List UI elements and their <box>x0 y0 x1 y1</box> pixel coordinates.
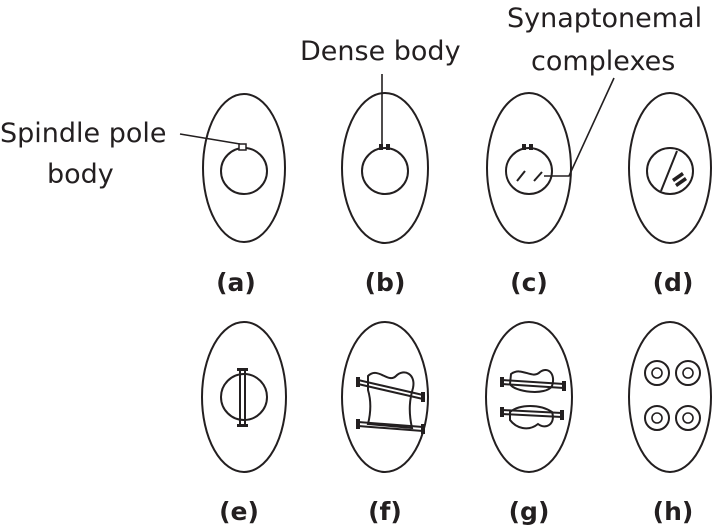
panel-label-f: (f) <box>368 497 402 526</box>
cell-h-spore-2 <box>675 360 701 386</box>
cell-g-spindle-1 <box>501 379 565 385</box>
cell-d-nucleus <box>646 147 694 195</box>
cell-c-sc-1 <box>516 170 526 182</box>
cell-c-spb-left <box>522 144 526 150</box>
cell-g-spb-1 <box>500 377 504 387</box>
cell-d-chromosome-1 <box>672 172 684 182</box>
cell-h-spore-2-nucleus <box>682 367 694 379</box>
cell-f-nucleus <box>366 371 415 430</box>
cell-f-spindle-lower-2 <box>357 425 424 432</box>
cell-d-chromosome-2 <box>675 177 687 187</box>
label-spindle-pole-line2: body <box>47 159 114 190</box>
cell-e <box>201 321 287 473</box>
cell-h-spore-1-nucleus <box>651 367 663 379</box>
cell-f <box>341 321 429 473</box>
cell-h-outline <box>628 321 712 473</box>
cell-b-spb-left <box>379 144 383 150</box>
panel-label-h: (h) <box>653 497 694 526</box>
cell-h-spore-3-nucleus <box>651 412 663 424</box>
cell-g-spindle-2 <box>501 383 565 389</box>
panel-label-d: (d) <box>653 268 694 297</box>
cell-g-nucleus-top <box>508 368 554 393</box>
cell-c-sc-2 <box>533 171 543 182</box>
label-spindle-pole-line1: Spindle pole <box>0 118 167 149</box>
cell-f-spb-1 <box>356 377 360 387</box>
cell-b-spb-right <box>386 144 390 150</box>
cell-a-nucleus <box>220 147 268 195</box>
leader-synaptonemal <box>544 77 615 177</box>
cell-f-spindle-upper-2 <box>357 383 424 400</box>
cell-c <box>486 92 572 244</box>
cell-g-spb-2 <box>562 381 566 391</box>
cell-e-outline <box>201 321 287 473</box>
cell-h-spore-1 <box>644 360 670 386</box>
cell-a-spindle-pole-body <box>238 143 247 151</box>
cell-d-spindle <box>660 150 678 192</box>
panel-label-c: (c) <box>510 268 548 297</box>
cell-g-spindle-4 <box>501 413 563 418</box>
cell-f-spb-2 <box>421 392 425 402</box>
panel-label-b: (b) <box>365 268 406 297</box>
cell-d-outline <box>628 92 712 244</box>
label-synaptonemal-line2: complexes <box>531 46 675 77</box>
cell-e-spb-top <box>237 368 248 371</box>
cell-f-spindle-lower <box>357 421 424 428</box>
cell-h-spore-4-nucleus <box>682 412 694 424</box>
cell-g-nucleus-bottom <box>509 405 554 430</box>
cell-b-outline <box>341 92 429 244</box>
cell-g-spb-4 <box>560 410 564 420</box>
cell-g-spindle-3 <box>501 409 563 414</box>
cell-e-spb-bottom <box>237 424 248 427</box>
cell-c-nucleus <box>505 147 553 195</box>
panel-label-g: (g) <box>509 497 550 526</box>
cell-a <box>202 93 286 243</box>
cell-b-nucleus <box>361 147 409 195</box>
cell-b <box>341 92 429 244</box>
cell-c-outline <box>486 92 572 244</box>
cell-h-spore-4 <box>675 405 701 431</box>
cell-f-spb-4 <box>421 424 425 434</box>
cell-f-outline <box>341 321 429 473</box>
cell-f-spindle-upper <box>357 379 424 396</box>
cell-h <box>628 321 712 473</box>
cell-c-spb-right <box>529 144 533 150</box>
label-synaptonemal-line1: Synaptonemal <box>507 3 702 34</box>
cell-a-outline <box>202 93 286 243</box>
panel-label-a: (a) <box>216 268 256 297</box>
cell-g-outline <box>485 321 573 473</box>
label-dense-body: Dense body <box>300 36 461 67</box>
cell-f-spb-3 <box>356 419 360 429</box>
leader-spindle-pole <box>179 133 241 145</box>
cell-d <box>628 92 712 244</box>
panel-label-e: (e) <box>219 497 259 526</box>
cell-h-spore-3 <box>644 405 670 431</box>
cell-g-spb-3 <box>500 407 504 417</box>
cell-g <box>485 321 573 473</box>
